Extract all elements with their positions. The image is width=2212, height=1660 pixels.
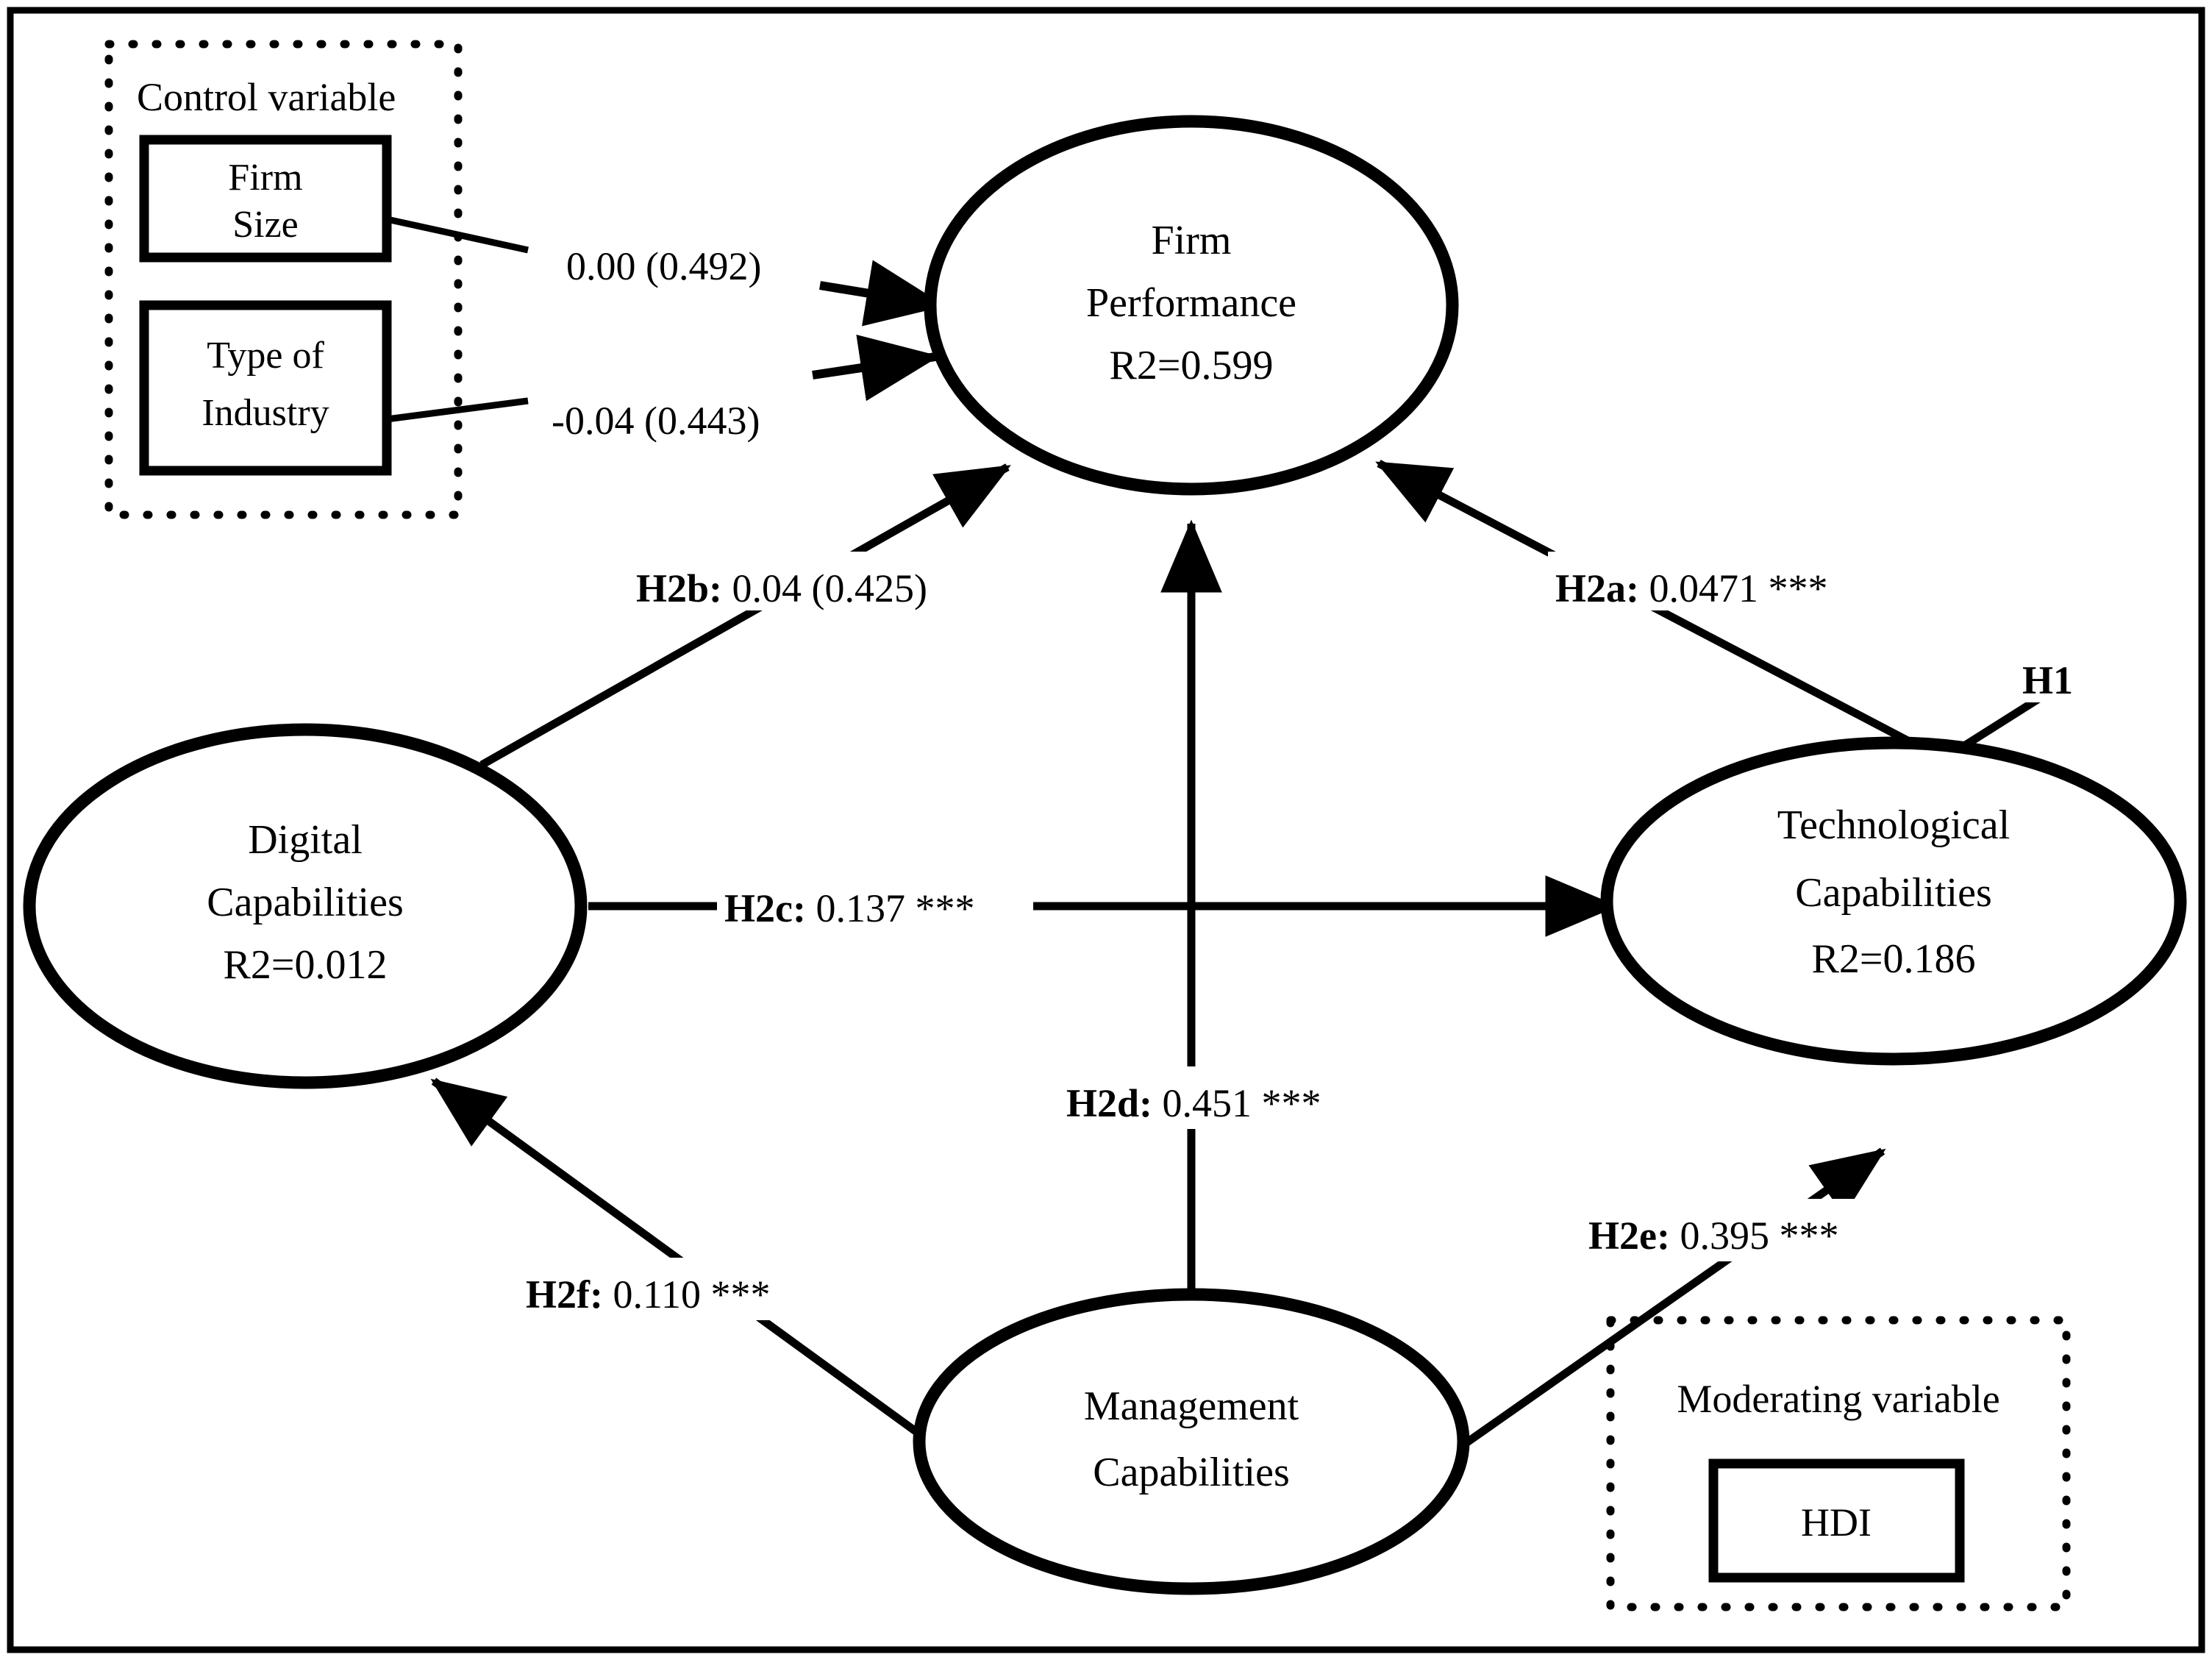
label-h2f: H2f: 0.110 *** xyxy=(518,1258,827,1320)
moderating-variable-panel xyxy=(1606,1316,2071,1611)
technological-capabilities-line2: Capabilities xyxy=(1795,870,1992,916)
label-h2f-prefix: H2f: xyxy=(526,1272,603,1317)
firm-size-path-coefficient: 0.00 (0.492) xyxy=(566,244,761,288)
management-capabilities-line2: Capabilities xyxy=(1093,1450,1290,1495)
label-h2d: H2d: 0.451 *** xyxy=(1059,1066,1368,1129)
construct-firm-performance xyxy=(924,115,1459,496)
technological-capabilities-line1: Technological xyxy=(1777,802,2010,848)
firm-size-label-line1: Firm xyxy=(228,157,302,199)
type-of-industry-label-line1: Type of xyxy=(207,335,324,377)
path-h2b-arrow xyxy=(479,463,1011,769)
label-h2c: H2c: 0.137 *** xyxy=(717,872,1033,934)
label-h2b-value: 0.04 (0.425) xyxy=(722,566,927,610)
label-h2c-value: 0.137 *** xyxy=(806,886,975,930)
construct-management-capabilities xyxy=(913,1288,1470,1595)
digital-capabilities-line2: Capabilities xyxy=(207,880,404,925)
label-h2e-value: 0.395 *** xyxy=(1670,1214,1839,1258)
type-of-industry-connector xyxy=(386,397,529,423)
firm-size-connector xyxy=(386,215,529,254)
label-h1-prefix: H1 xyxy=(2022,658,2073,702)
svg-text:H2c: 0.137 ***: H2c: 0.137 *** xyxy=(724,886,974,930)
type-of-industry-label-line2: Industry xyxy=(201,392,329,434)
control-variable-title: Control variable xyxy=(137,75,396,119)
firm-performance-line1: Firm xyxy=(1152,218,1232,263)
control-arrow-firm-size xyxy=(819,260,946,327)
type-of-industry-path-coefficient: -0.04 (0.443) xyxy=(552,399,760,443)
label-h2d-prefix: H2d: xyxy=(1066,1081,1152,1125)
label-h2b-prefix: H2b: xyxy=(636,566,722,610)
svg-text:H2b: 0.04 (0.425): H2b: 0.04 (0.425) xyxy=(636,566,927,610)
svg-text:H2d: 0.451 ***: H2d: 0.451 *** xyxy=(1066,1081,1321,1125)
digital-capabilities-line1: Digital xyxy=(248,817,363,863)
svg-text:H2f: 0.110 ***: H2f: 0.110 *** xyxy=(526,1272,770,1317)
control-arrow-type-of-industry xyxy=(812,335,940,402)
svg-text:H2e: 0.395 ***: H2e: 0.395 *** xyxy=(1588,1214,1838,1258)
svg-text:H2a: 0.0471 ***: H2a: 0.0471 *** xyxy=(1555,566,1828,610)
management-capabilities-line1: Management xyxy=(1084,1383,1299,1429)
firm-size-box xyxy=(139,135,392,263)
firm-size-label-line2: Size xyxy=(232,204,299,246)
type-of-industry-box xyxy=(139,300,392,476)
figure-border xyxy=(7,7,2205,1653)
digital-capabilities-r2: R2=0.012 xyxy=(224,942,388,988)
label-h2d-value: 0.451 *** xyxy=(1152,1081,1321,1125)
label-h1: H1 xyxy=(2015,644,2103,702)
label-h2a-prefix: H2a: xyxy=(1555,566,1639,610)
technological-capabilities-r2: R2=0.186 xyxy=(1812,936,1976,982)
moderating-variable-title: Moderating variable xyxy=(1677,1377,1999,1421)
label-h2e: H2e: 0.395 *** xyxy=(1581,1199,1897,1261)
label-h2c-prefix: H2c: xyxy=(724,886,806,930)
label-h2e-prefix: H2e: xyxy=(1588,1214,1670,1258)
hdi-label: HDI xyxy=(1801,1500,1872,1545)
control-variable-panel xyxy=(104,40,463,519)
hdi-box xyxy=(1708,1458,1965,1583)
firm-performance-r2: R2=0.599 xyxy=(1110,343,1274,388)
construct-technological-capabilities xyxy=(1600,736,2187,1066)
firm-performance-line2: Performance xyxy=(1086,280,1296,326)
label-h2b: H2b: 0.04 (0.425) xyxy=(629,552,974,610)
label-h2a-value: 0.0471 *** xyxy=(1639,566,1828,610)
label-h2f-value: 0.110 *** xyxy=(603,1272,771,1317)
construct-digital-capabilities xyxy=(23,723,588,1089)
label-h2a: H2a: 0.0471 *** xyxy=(1548,552,1886,610)
